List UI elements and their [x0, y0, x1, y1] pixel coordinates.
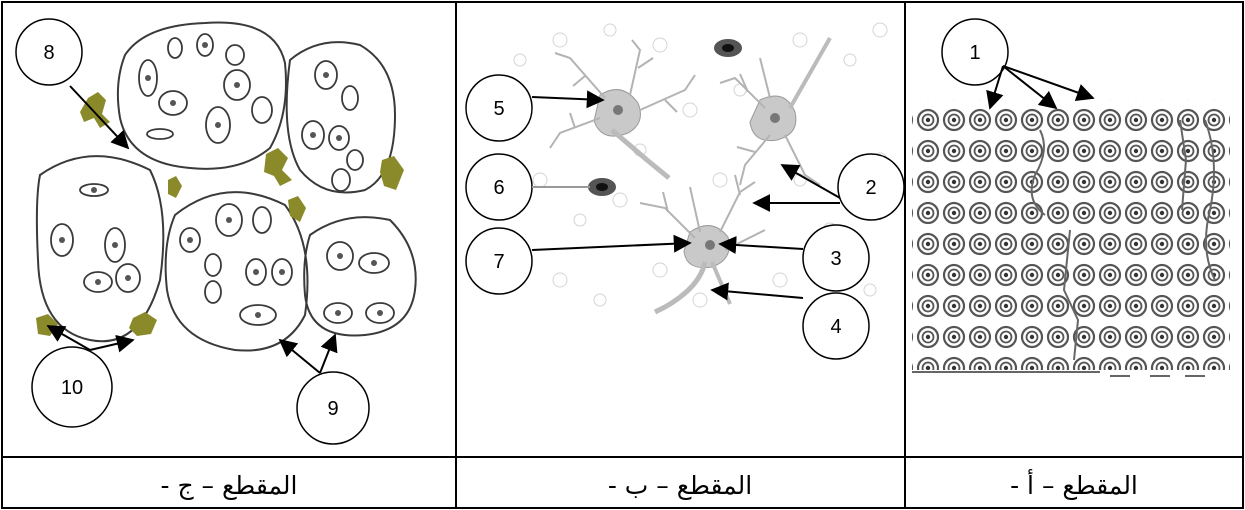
- callout-8-label: 8: [43, 42, 54, 64]
- callout-3-label: 3: [830, 248, 841, 270]
- callout-2-label: 2: [865, 177, 876, 199]
- caption-c: المقطع – ج -: [161, 471, 298, 501]
- olive-fibers: [36, 92, 404, 336]
- callout-1-arrows: [986, 65, 1095, 110]
- panel-b: 5 6 7 2 3 4 المقطع –: [465, 22, 905, 501]
- tissue-gaps: [912, 119, 1216, 377]
- panel-c: 8 10 9 المقطع – ج -: [15, 18, 417, 501]
- callout-10: 10: [31, 346, 113, 428]
- callout-1: 1: [941, 18, 1009, 86]
- callout-6: 6: [465, 153, 533, 221]
- cartilage-lacunae: [35, 21, 417, 352]
- callout-4: 4: [802, 292, 870, 360]
- caption-a: المقطع – أ -: [1010, 468, 1138, 501]
- callout-5-label: 5: [493, 98, 504, 120]
- callout-6-label: 6: [493, 177, 504, 199]
- glial-nuclei: [588, 39, 742, 196]
- epithelial-cell-grid: [912, 100, 1230, 378]
- callout-4-label: 4: [830, 316, 841, 338]
- neuron-upper-left: [549, 39, 696, 180]
- callout-8: 8: [15, 18, 83, 86]
- callout-2: 2: [837, 153, 905, 221]
- neuron-lower: [639, 174, 766, 315]
- callout-3: 3: [802, 224, 870, 292]
- callout-7: 7: [465, 227, 533, 295]
- panel-a: 1 المقطع – أ -: [912, 18, 1230, 501]
- callout-1-label: 1: [969, 42, 980, 64]
- callout-5: 5: [465, 74, 533, 142]
- chondrocytes: [50, 33, 395, 326]
- caption-b: المقطع – ب -: [608, 471, 752, 501]
- callout-9-label: 9: [327, 398, 338, 420]
- callout-7-label: 7: [493, 251, 504, 273]
- callout-10-label: 10: [61, 377, 83, 399]
- callout-9: 9: [296, 371, 370, 445]
- chondrocyte-nuclei: [59, 42, 383, 318]
- neuron-upper-right: [719, 37, 832, 186]
